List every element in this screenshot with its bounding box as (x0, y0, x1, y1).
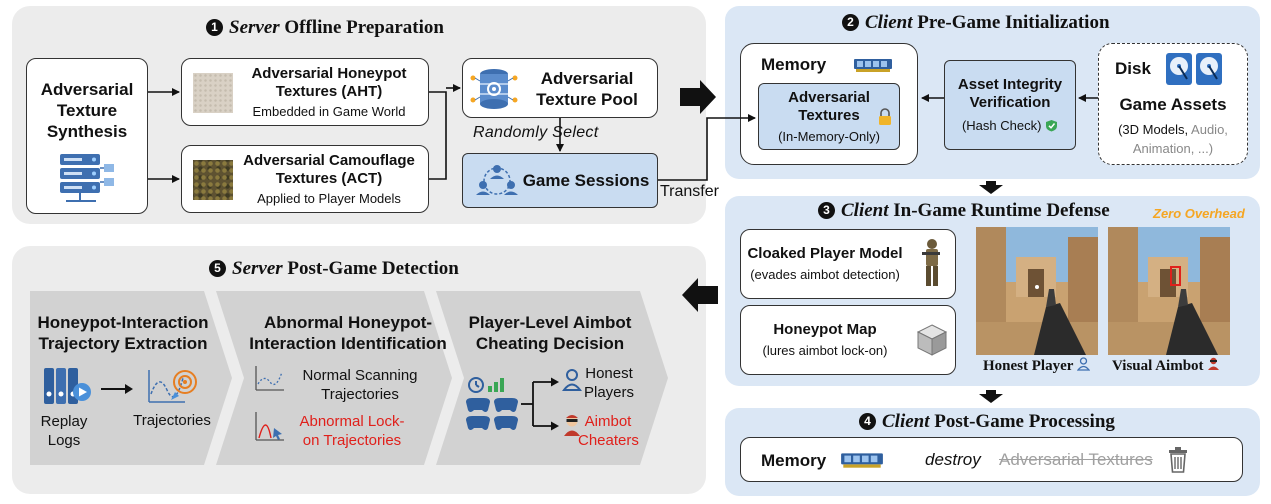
people-network-icon (476, 165, 518, 195)
server-rack-icon (60, 154, 114, 202)
cloaked-model-label: Cloaked Player Model (747, 245, 903, 262)
replay-logs-label: Replay Logs (40, 413, 88, 449)
cloaked-model-box: Cloaked Player Model (evades aimbot dete… (740, 229, 956, 299)
memory-label-post: Memory (761, 451, 827, 470)
aht-box: Adversarial Honeypot Textures (AHT) Embe… (181, 58, 429, 126)
gamepads-icon (466, 377, 518, 430)
soldier-figure-icon (922, 239, 940, 286)
hard-drive-icon (1166, 53, 1222, 85)
game-sessions-label: Game Sessions (522, 171, 650, 190)
aht-title: Adversarial Honeypot Textures (AHT) (251, 64, 407, 100)
pipeline-chevrons (30, 291, 668, 465)
destroy-label: destroy (925, 450, 981, 469)
user-icon (562, 369, 582, 391)
integrity-verification-label: Asset Integrity Verification (957, 76, 1063, 111)
ram-stick-icon (841, 453, 883, 468)
hash-check-label: (Hash Check) (962, 118, 1058, 134)
memory-label: Memory (761, 55, 827, 74)
act-swatch (193, 160, 233, 200)
honeypot-map-sub: (lures aimbot lock-on) (762, 343, 888, 358)
transfer-label: Transfer (660, 183, 719, 200)
randomly-select-label: Randomly Select (473, 124, 599, 141)
step-number: 3 (818, 202, 835, 219)
disk-container: Disk Game Assets (3D Models, Audio, Anim… (1098, 43, 1248, 165)
adv-textures-label: Adversarial Textures (788, 88, 870, 124)
integrity-verification-box: Asset Integrity Verification (Hash Check… (944, 60, 1076, 150)
aht-swatch (193, 73, 233, 113)
trash-icon (1169, 447, 1187, 473)
texture-synthesis-label: Adversarial Texture Synthesis (40, 80, 134, 141)
step-number: 4 (859, 413, 876, 430)
normal-scanning-label: Normal Scanning Trajectories (302, 367, 418, 403)
step-number: 2 (842, 14, 859, 31)
act-subtitle: Applied to Player Models (257, 190, 401, 206)
cloaked-model-sub: (evades aimbot detection) (750, 267, 900, 282)
ram-stick-icon (854, 59, 892, 72)
visual-aimbot-caption: Visual Aimbot (1112, 357, 1220, 375)
binder-play-icon (44, 368, 91, 404)
fork-arrows (521, 377, 559, 431)
disk-label: Disk (1115, 59, 1151, 78)
abnormal-trajectory-icon (255, 412, 284, 441)
game-assets-label: Game Assets (1119, 95, 1227, 114)
step-number: 1 (206, 19, 223, 36)
texture-pool-box: Adversarial Texture Pool (462, 58, 658, 118)
user-icon (1076, 357, 1091, 371)
abnormal-lockon-label: Abnormal Lock-on Trajectories (299, 413, 405, 449)
visual-aimbot-screenshot (1108, 227, 1230, 355)
game-sessions-box: Game Sessions (462, 153, 658, 208)
honest-players-label: Honest Players (583, 365, 635, 401)
adv-textures-memory-box: Adversarial Textures (In-Memory-Only) (758, 83, 900, 150)
aimbot-cheaters-label: Aimbot Cheaters (578, 413, 639, 449)
honeypot-map-label: Honeypot Map (773, 321, 877, 338)
step-number: 5 (209, 260, 226, 277)
honest-player-screenshot (976, 227, 1098, 355)
in-memory-label: (In-Memory-Only) (778, 128, 880, 144)
destroy-row-box: Memory destroy Adversarial Textures (740, 437, 1243, 482)
masked-user-icon (564, 415, 580, 436)
database-gear-icon (470, 69, 518, 109)
padlock-icon (879, 108, 891, 125)
arrow-right-icon (101, 384, 133, 394)
act-box: Adversarial Camouflage Textures (ACT) Ap… (181, 145, 429, 213)
act-title: Adversarial Camouflage Textures (ACT) (243, 151, 415, 187)
stage-2-title: Abnormal Honeypot-Interaction Identifica… (249, 313, 447, 353)
masked-user-icon (1208, 357, 1220, 370)
normal-trajectory-icon (255, 366, 284, 391)
stage-3-title: Player-Level Aimbot Cheating Decision (468, 313, 632, 353)
cube-icon (916, 324, 948, 356)
target-trajectory-icon (148, 370, 197, 403)
memory-container: Memory Adversarial Textures (In-Memory-O… (740, 43, 918, 165)
destroyed-textures-label: Adversarial Textures (999, 450, 1153, 469)
texture-synthesis-box: Adversarial Texture Synthesis (26, 58, 148, 214)
aht-subtitle: Embedded in Game World (252, 103, 406, 119)
stage-1-title: Honeypot-Interaction Trajectory Extracti… (37, 313, 209, 353)
texture-pool-label: Adversarial Texture Pool (536, 69, 638, 109)
assets-detail: (3D Models, Audio, Animation, ...) (1118, 122, 1228, 156)
honest-player-caption: Honest Player (983, 357, 1091, 375)
honeypot-map-box: Honeypot Map (lures aimbot lock-on) (740, 305, 956, 375)
zero-overhead-label: Zero Overhead (1153, 206, 1245, 221)
shield-check-icon (1046, 120, 1058, 132)
trajectories-label: Trajectories (133, 412, 211, 429)
